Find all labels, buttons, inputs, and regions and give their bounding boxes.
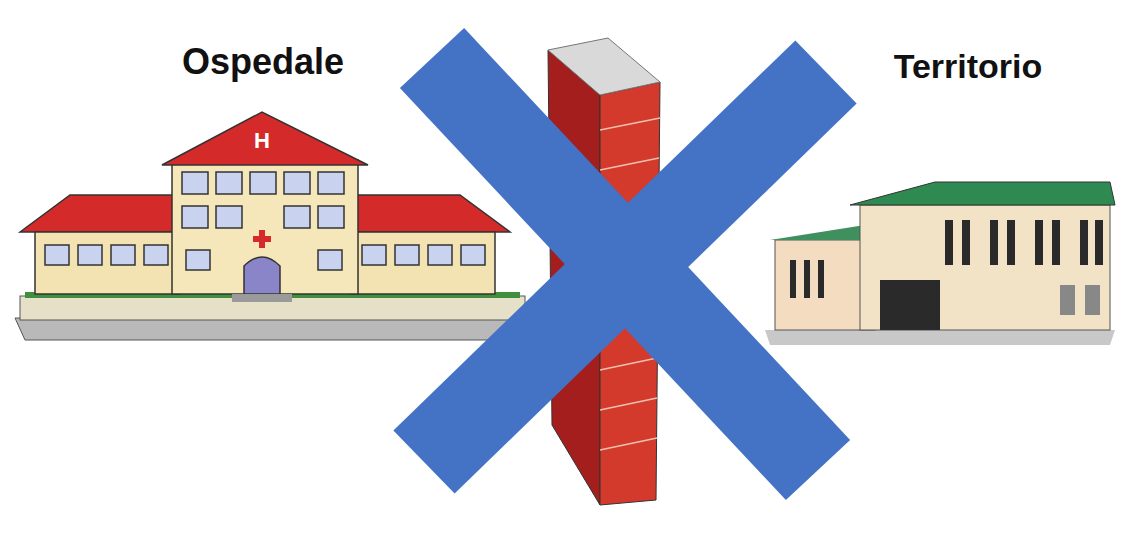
hospital-sign: H <box>254 130 270 152</box>
cross-mark <box>424 58 826 470</box>
hospital-illustration <box>15 112 530 340</box>
building-title: Territorio <box>894 49 1043 83</box>
building-title: Ospedale <box>182 44 344 80</box>
territory-illustration <box>765 182 1115 345</box>
